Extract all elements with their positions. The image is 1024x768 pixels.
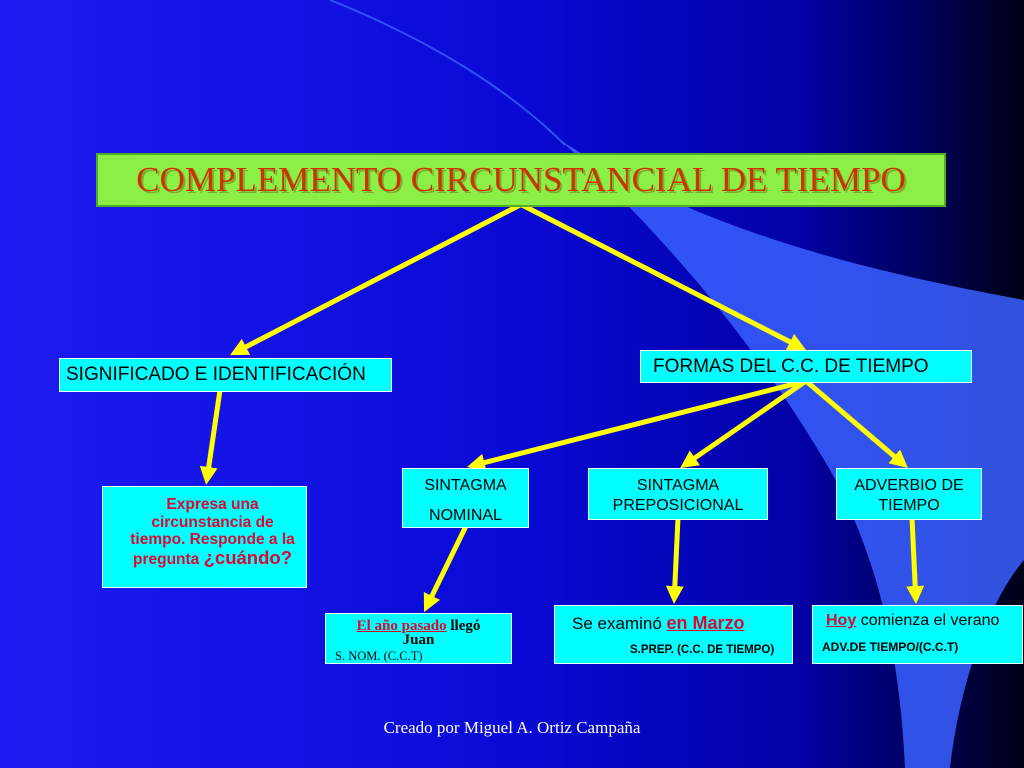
ejemplo-preposicional-box: Se examinó en Marzo S.PREP. (C.C. DE TIE… <box>554 605 793 664</box>
tipo-label-line1: ADVERBIO DE <box>854 477 964 494</box>
definicion-line: tiempo. Responde a la <box>130 531 295 548</box>
arrow-formas-to-sintagma-nominal <box>466 378 809 472</box>
ejemplo-highlight: Hoy <box>826 612 857 629</box>
tipo-label-line2: PREPOSICIONAL <box>612 497 744 514</box>
tipo-label-line1: SINTAGMA <box>424 477 507 494</box>
ejemplo-line1: Hoy comienza el verano <box>826 612 999 630</box>
ejemplo-line1: Se examinó en Marzo <box>572 613 745 634</box>
arrow-adverbio-to-ejemplo <box>906 515 925 604</box>
ejemplo-nominal-box: El año pasado llegó Juan S. NOM. (C.C.T) <box>325 613 512 664</box>
background-swoosh-line <box>329 0 566 146</box>
definicion-line: Expresa una <box>166 496 259 513</box>
definicion-question: ¿cuándo? <box>203 546 292 568</box>
arrow-title-to-formas <box>519 202 807 351</box>
formas-box: FORMAS DEL C.C. DE TIEMPO <box>640 350 972 383</box>
tipo-label-line1: SINTAGMA <box>636 477 720 494</box>
ejemplo-text: Se examinó <box>572 614 662 633</box>
ejemplo-text: comienza el verano <box>860 612 1000 629</box>
arrow-formas-to-sintagma-preposicional <box>680 378 809 469</box>
slide-title: COMPLEMENTO CIRCUNSTANCIAL DE TIEMPO <box>136 160 906 199</box>
sintagma-nominal-box: SINTAGMA NOMINAL <box>402 468 529 528</box>
title-box: COMPLEMENTO CIRCUNSTANCIAL DE TIEMPO <box>96 153 946 207</box>
footer-credit: Creado por Miguel A. Ortiz Campaña <box>383 718 641 737</box>
ejemplo-analisis: ADV.DE TIEMPO/(C.C.T) <box>822 640 959 654</box>
ejemplo-analisis: S. NOM. (C.C.T) <box>335 649 423 663</box>
significado-label: SIGNIFICADO E IDENTIFICACIÓN <box>66 364 366 385</box>
ejemplo-adverbio-box: Hoy comienza el verano ADV.DE TIEMPO/(C.… <box>812 605 1023 664</box>
ejemplo-analisis: S.PREP. (C.C. DE TIEMPO) <box>630 644 775 656</box>
adverbio-tiempo-box: ADVERBIO DE TIEMPO <box>836 468 982 520</box>
formas-label: FORMAS DEL C.C. DE TIEMPO <box>653 356 929 377</box>
ejemplo-line1: El año pasado llegó <box>326 618 511 634</box>
definicion-box: Expresa una circunstancia de tiempo. Res… <box>102 486 307 588</box>
definicion-prefix: pregunta <box>132 550 200 568</box>
definicion-line-question: pregunta ¿cuándo? <box>119 546 306 568</box>
arrow-significado-to-definicion <box>199 387 223 485</box>
ejemplo-highlight: en Marzo <box>666 613 745 633</box>
arrow-title-to-significado <box>230 202 523 356</box>
arrow-nominal-to-ejemplo <box>423 523 469 613</box>
arrow-formas-to-adverbio <box>803 378 908 469</box>
ejemplo-highlight: El año pasado <box>356 618 447 634</box>
ejemplo-line2: Juan <box>402 632 435 648</box>
arrow-preposicional-to-ejemplo <box>665 515 684 604</box>
definicion-line: circunstancia de <box>151 513 274 531</box>
tipo-label-line2: NOMINAL <box>429 507 502 524</box>
ejemplo-text: llegó <box>450 618 481 634</box>
significado-box: SIGNIFICADO E IDENTIFICACIÓN <box>59 358 392 392</box>
sintagma-preposicional-box: SINTAGMA PREPOSICIONAL <box>588 468 768 520</box>
tipo-label-line2: TIEMPO <box>878 497 940 514</box>
